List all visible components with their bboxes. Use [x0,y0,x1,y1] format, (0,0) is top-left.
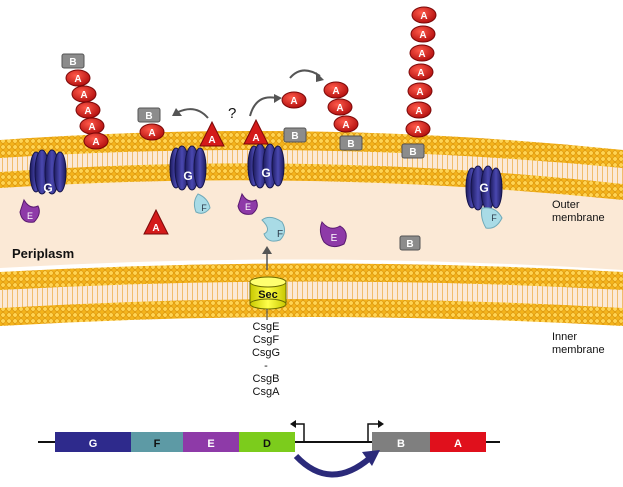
csgg-pore-3: G [247,143,285,189]
svg-text:A: A [418,49,425,60]
svg-text:F: F [277,229,283,240]
surface-csgb: B [283,127,307,143]
svg-text:E: E [27,211,33,221]
question-mark: ? [228,105,236,122]
svg-text:G: G [89,438,98,450]
gene-a [430,432,486,452]
svg-text:A: A [332,86,339,97]
csgb-csga-nucleus: B A [137,107,165,141]
gene-b [372,432,430,452]
gene-product-csgb: CsgB [253,373,280,385]
svg-text:A: A [416,87,423,98]
gene-d [239,432,295,452]
svg-text:E: E [245,202,251,212]
gene-product-csgg: CsgG [252,347,280,359]
svg-text:G: G [261,166,270,180]
svg-text:G: G [479,181,488,195]
svg-text:A: A [414,125,421,136]
gene-e [183,432,239,452]
svg-text:A: A [342,120,349,131]
arrow-to-fiber [289,69,321,79]
svg-text:A: A [148,128,155,139]
svg-text:F: F [154,438,161,450]
csgf-chaperone-2 [193,193,211,214]
svg-text:G: G [43,181,52,195]
gene-product-csge: CsgE [253,321,280,333]
periplasm-csgb: B [399,235,421,251]
inner-membrane [0,263,623,326]
svg-text:A: A [88,122,95,133]
svg-text:F: F [201,203,207,213]
svg-text:A: A [454,438,462,450]
svg-text:A: A [290,96,297,107]
gene-g [55,432,131,452]
csgf-chaperone-4 [481,207,503,229]
svg-text:A: A [152,223,159,234]
svg-text:B: B [406,239,413,250]
svg-text:B: B [397,438,405,450]
svg-text:E: E [207,438,214,450]
svg-text:B: B [347,139,354,150]
gene-product-csga: CsgA [253,386,281,398]
periplasm-label: Periplasm [12,246,74,261]
curli-fiber-3: A A A A A A A B [401,6,437,159]
secreted-csga-2: A [243,118,269,145]
svg-text:A: A [420,11,427,22]
periplasm-csgf: F [261,216,286,242]
gene-product-csgf: CsgF [253,334,280,346]
svg-text:A: A [80,90,87,101]
svg-text:G: G [183,169,192,183]
svg-text:F: F [491,213,497,223]
svg-text:A: A [92,137,99,148]
svg-text:B: B [69,57,76,68]
promoter-left [296,423,305,442]
svg-text:A: A [336,103,343,114]
gene-product-list: CsgE CsgF CsgG - CsgB CsgA [252,321,280,398]
gene-product-separator: - [264,360,268,372]
curli-fiber-2: A A A B [323,81,363,151]
csge-chaperone-3 [237,192,258,215]
svg-text:E: E [331,233,338,244]
svg-text:A: A [208,135,215,146]
arrow-out [249,96,277,117]
gene-f [131,432,183,452]
periplasm-csge: E [319,221,347,248]
sec-translocon: Sec [249,246,287,320]
svg-text:A: A [74,74,81,85]
svg-text:A: A [84,106,91,117]
svg-text:B: B [291,131,298,142]
svg-text:B: B [409,147,416,158]
free-csga: A [281,91,307,109]
csgg-pore-2: G [169,145,207,191]
csge-chaperone-1 [19,198,40,223]
svg-text:A: A [415,106,422,117]
promoter-right [367,423,378,442]
csgg-pore-4: G [465,165,503,211]
periplasm-csga: A [143,208,169,235]
arrow-back [177,108,209,119]
operon-map: G F E D B A [38,420,500,478]
svg-text:A: A [252,133,259,144]
svg-text:A: A [419,30,426,41]
csgg-pore-1: G [29,149,67,195]
svg-text:D: D [263,438,271,450]
svg-text:Sec: Sec [258,289,278,301]
regulation-arrow [293,453,372,478]
svg-text:A: A [417,68,424,79]
curli-fiber-1: B A A A A A [61,53,109,150]
svg-text:B: B [145,111,152,122]
secreted-csga-1: A [199,120,225,147]
